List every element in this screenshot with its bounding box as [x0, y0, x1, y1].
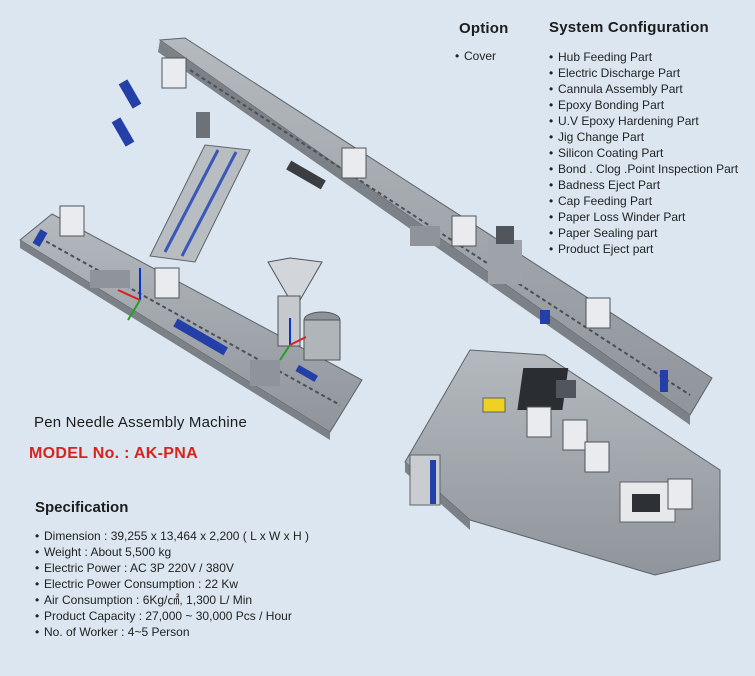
- lower-right-assembly-block: [404, 349, 721, 576]
- system-configuration-list: •Hub Feeding Part •Electric Discharge Pa…: [549, 49, 738, 257]
- specification-item: •Dimension : 39,255 x 13,464 x 2,200 ( L…: [35, 529, 310, 543]
- specification-item: •No. of Worker : 4~5 Person: [35, 625, 190, 639]
- system-configuration-item: •Cannula Assembly Part: [549, 82, 683, 96]
- control-cabinets: [59, 57, 693, 510]
- coordinate-axes-icon: [117, 268, 307, 361]
- system-configuration-item: •Paper Loss Winder Part: [549, 210, 686, 224]
- specification-item: •Air Consumption : 6Kg/㎠, 1,300 L/ Min: [35, 593, 253, 607]
- specification-heading: Specification: [35, 499, 129, 516]
- system-configuration-item: •U.V Epoxy Hardening Part: [549, 114, 699, 128]
- system-configuration-item: •Silicon Coating Part: [549, 146, 664, 160]
- system-configuration-item: •Badness Eject Part: [549, 178, 661, 192]
- model-number: MODEL No. : AK-PNA: [29, 445, 198, 462]
- system-configuration-item: •Bond . Clog .Point Inspection Part: [549, 162, 739, 176]
- specification-item: •Electric Power : AC 3P 220V / 380V: [35, 561, 234, 575]
- mechanism-details: [90, 112, 576, 398]
- system-configuration-item: •Product Eject part: [549, 242, 654, 256]
- specification-item: •Weight : About 5,500 kg: [35, 545, 172, 559]
- option-list: •Cover: [455, 49, 496, 63]
- system-configuration-heading: System Configuration: [549, 19, 709, 36]
- system-configuration-item: •Paper Sealing part: [549, 226, 658, 240]
- specification-item: •Electric Power Consumption : 22 Kw: [35, 577, 239, 591]
- specification-list: •Dimension : 39,255 x 13,464 x 2,200 ( L…: [35, 528, 309, 640]
- specification-item: •Product Capacity : 27,000 ~ 30,000 Pcs …: [35, 609, 292, 623]
- option-item: •Cover: [455, 49, 497, 63]
- system-configuration-item: •Jig Change Part: [549, 130, 645, 144]
- system-configuration-item: •Electric Discharge Part: [549, 66, 681, 80]
- system-configuration-item: •Epoxy Bonding Part: [549, 98, 665, 112]
- system-configuration-item: •Cap Feeding Part: [549, 194, 653, 208]
- system-configuration-item: •Hub Feeding Part: [549, 50, 653, 64]
- machine-name: Pen Needle Assembly Machine: [34, 414, 248, 431]
- hub-feeding-hopper: [267, 257, 341, 361]
- option-heading: Option: [459, 20, 509, 37]
- blue-guards: [32, 79, 668, 392]
- connecting-conveyor: [149, 144, 251, 263]
